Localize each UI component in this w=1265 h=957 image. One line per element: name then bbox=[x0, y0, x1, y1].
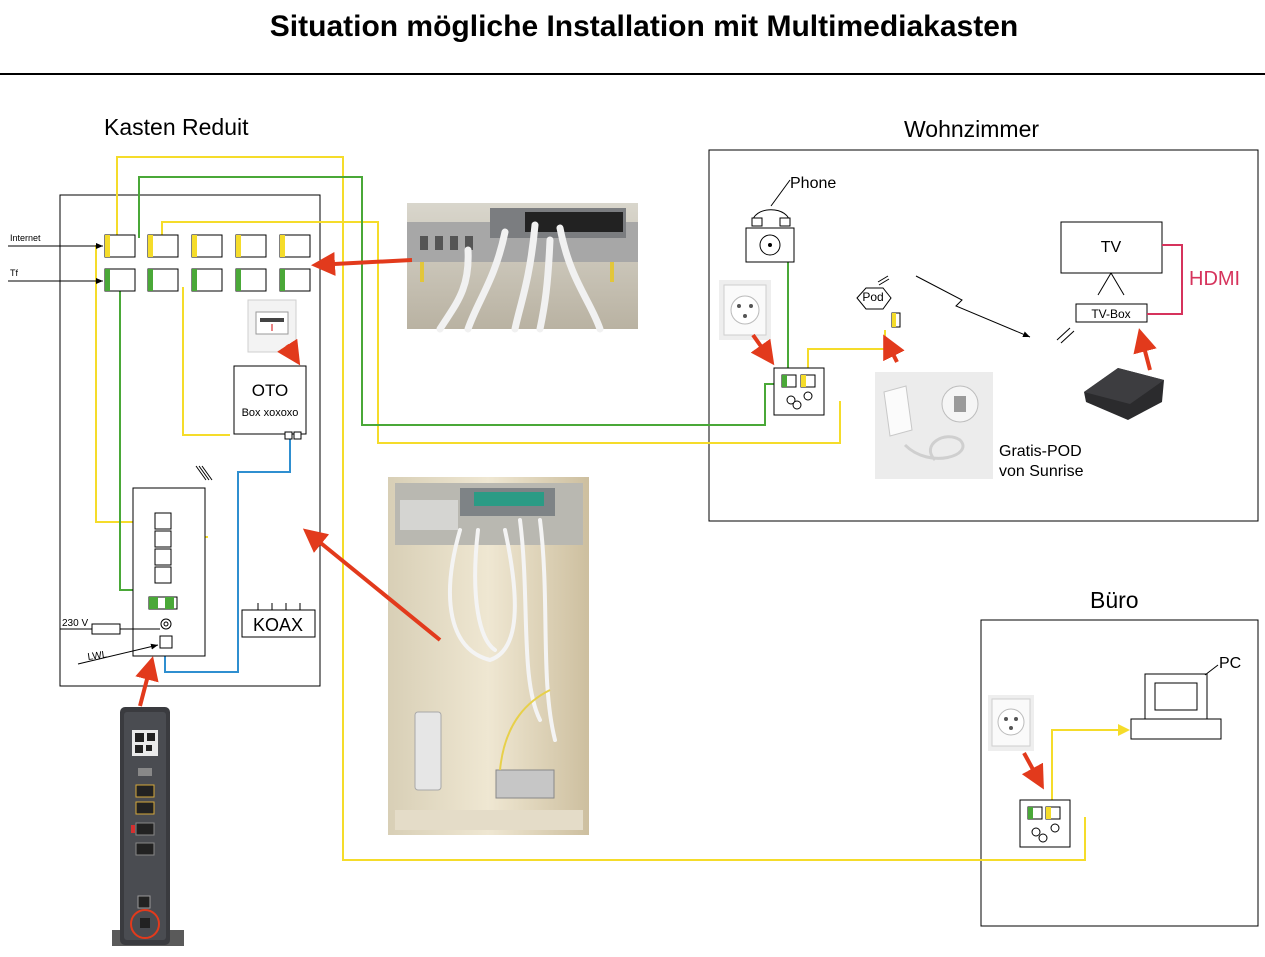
oto-title: OTO bbox=[252, 381, 289, 400]
yellow-cables bbox=[95, 156, 1128, 861]
room-label-wohnzimmer: Wohnzimmer bbox=[904, 116, 1039, 142]
cabinet-photo bbox=[388, 477, 589, 835]
patch-panel-photo bbox=[407, 203, 638, 333]
blue-cables bbox=[164, 433, 291, 673]
wohnzimmer-socket[interactable] bbox=[773, 367, 825, 416]
patch-port[interactable] bbox=[147, 268, 179, 292]
tf-label: Tf bbox=[10, 268, 18, 278]
hdmi-cable bbox=[1147, 244, 1183, 315]
patch-port[interactable] bbox=[235, 268, 267, 292]
patch-port[interactable] bbox=[147, 234, 179, 258]
tv-icon bbox=[1060, 221, 1163, 296]
pod-label: Pod bbox=[862, 290, 883, 304]
hdmi-label: HDMI bbox=[1189, 268, 1240, 290]
buero-socket[interactable] bbox=[1019, 799, 1071, 848]
power-plug bbox=[91, 623, 121, 635]
internet-label: Internet bbox=[10, 233, 41, 243]
patch-port[interactable] bbox=[104, 234, 136, 258]
phone-label: Phone bbox=[790, 175, 836, 192]
patch-port[interactable] bbox=[191, 234, 223, 258]
patch-port[interactable] bbox=[279, 268, 311, 292]
red-arrow-oto bbox=[277, 338, 301, 366]
buero-wall-socket-photo bbox=[988, 695, 1034, 751]
red-arrow-cabinet bbox=[302, 528, 442, 642]
tvbox-photo bbox=[1084, 368, 1164, 420]
wifi-link bbox=[915, 275, 1031, 338]
patch-port[interactable] bbox=[279, 234, 311, 258]
lwl-label: LWL bbox=[87, 649, 109, 663]
pc-icon bbox=[1130, 664, 1222, 740]
patch-panel bbox=[104, 234, 311, 292]
room-label-buero: Büro bbox=[1090, 587, 1139, 613]
red-arrow-wall-socket bbox=[750, 333, 775, 366]
red-arrow-tvbox bbox=[1133, 328, 1157, 371]
koax-splitter bbox=[241, 603, 316, 638]
pod-icon bbox=[856, 275, 901, 328]
gratis-pod-photo bbox=[875, 372, 993, 479]
power-label: 230 V bbox=[62, 618, 88, 629]
pc-label: PC bbox=[1219, 655, 1241, 672]
tvbox-label: TV-Box bbox=[1091, 307, 1130, 321]
router-module bbox=[132, 465, 213, 657]
red-arrow-patch-panel bbox=[311, 251, 413, 276]
oto-box[interactable] bbox=[233, 365, 307, 440]
antenna-icon bbox=[1056, 327, 1075, 344]
lwl-line bbox=[77, 643, 159, 665]
red-arrow-router bbox=[135, 656, 159, 707]
patch-port[interactable] bbox=[235, 234, 267, 258]
phone-icon bbox=[745, 179, 795, 263]
reduit-cabinet-frame bbox=[59, 194, 321, 687]
koax-label: KOAX bbox=[253, 615, 303, 635]
patch-port[interactable] bbox=[191, 268, 223, 292]
router-photo bbox=[112, 707, 184, 946]
wohnzimmer-frame bbox=[708, 149, 1259, 522]
page-title: Situation mögliche Installation mit Mult… bbox=[270, 10, 1018, 43]
incoming-lines bbox=[8, 243, 103, 284]
wall-socket-photo bbox=[719, 280, 771, 340]
tv-label: TV bbox=[1101, 239, 1122, 256]
red-arrow-buero-socket bbox=[1021, 752, 1044, 790]
patch-port[interactable] bbox=[104, 268, 136, 292]
gratis-pod-label-1: Gratis-POD bbox=[999, 443, 1082, 460]
red-arrow-pod bbox=[883, 334, 905, 363]
buero-frame bbox=[980, 619, 1259, 927]
room-label-reduit: Kasten Reduit bbox=[104, 114, 249, 140]
oto-subtitle: Box xoxoxo bbox=[242, 407, 299, 419]
gratis-pod-label-2: von Sunrise bbox=[999, 463, 1084, 480]
